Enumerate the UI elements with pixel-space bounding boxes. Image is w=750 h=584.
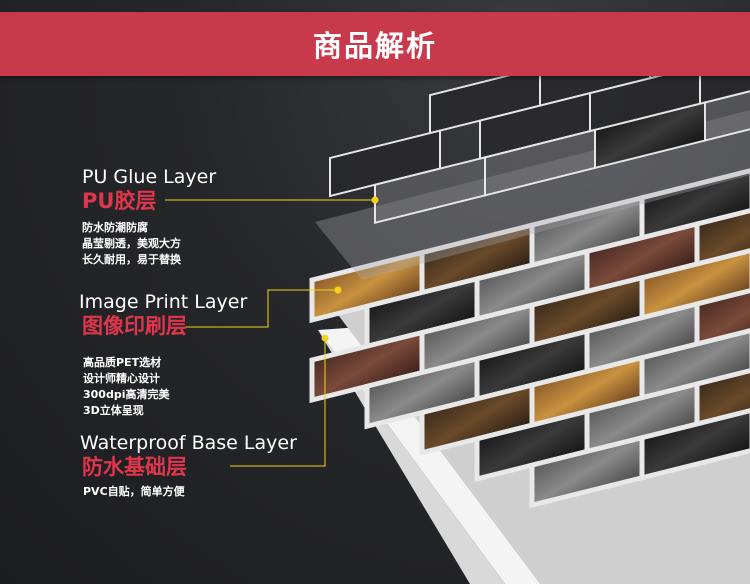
layer-title-cn: 图像印刷层 (82, 314, 187, 338)
callout-dot-pu (371, 196, 379, 204)
layer-title-cn: 防水基础层 (82, 455, 187, 479)
callout-line-base (230, 338, 326, 467)
layer-desc-line: 防水防潮防腐 (82, 221, 148, 234)
callout-dot-print (334, 286, 342, 294)
layer-title-en: Image Print Layer (79, 291, 248, 313)
layer-desc-line: 长久耐用，易于替换 (82, 253, 181, 266)
callout-dot-base (321, 334, 329, 342)
page-title: 商品解析 (312, 29, 437, 63)
layer-desc-line: 晶莹剔透，美观大方 (82, 237, 181, 250)
image-print-layer-info: Image Print Layer 图像印刷层 高品质PET选材 设计师精心设计… (79, 291, 247, 419)
header-banner: 商品解析 (0, 12, 750, 76)
pu-glue-layer-info: PU Glue Layer PU胶层 防水防潮防腐 晶莹剔透，美观大方 长久耐用… (82, 166, 216, 268)
waterproof-base-layer-info: Waterproof Base Layer 防水基础层 PVC自贴，简单方便 (80, 432, 297, 500)
callout-lines (165, 199, 375, 467)
layer-desc-line: 3D立体呈现 (83, 404, 144, 417)
callout-line-print (185, 289, 338, 328)
layer-desc-line: PVC自贴，简单方便 (83, 485, 185, 498)
layer-title-en: Waterproof Base Layer (80, 432, 297, 454)
layer-desc-line: 300dpi高清完美 (83, 388, 170, 401)
layer-desc-line: 设计师精心设计 (83, 372, 160, 385)
layer-title-en: PU Glue Layer (82, 166, 217, 188)
layer-title-cn: PU胶层 (82, 189, 157, 213)
layer-desc-line: 高品质PET选材 (83, 356, 162, 369)
print-layer (309, 167, 750, 584)
